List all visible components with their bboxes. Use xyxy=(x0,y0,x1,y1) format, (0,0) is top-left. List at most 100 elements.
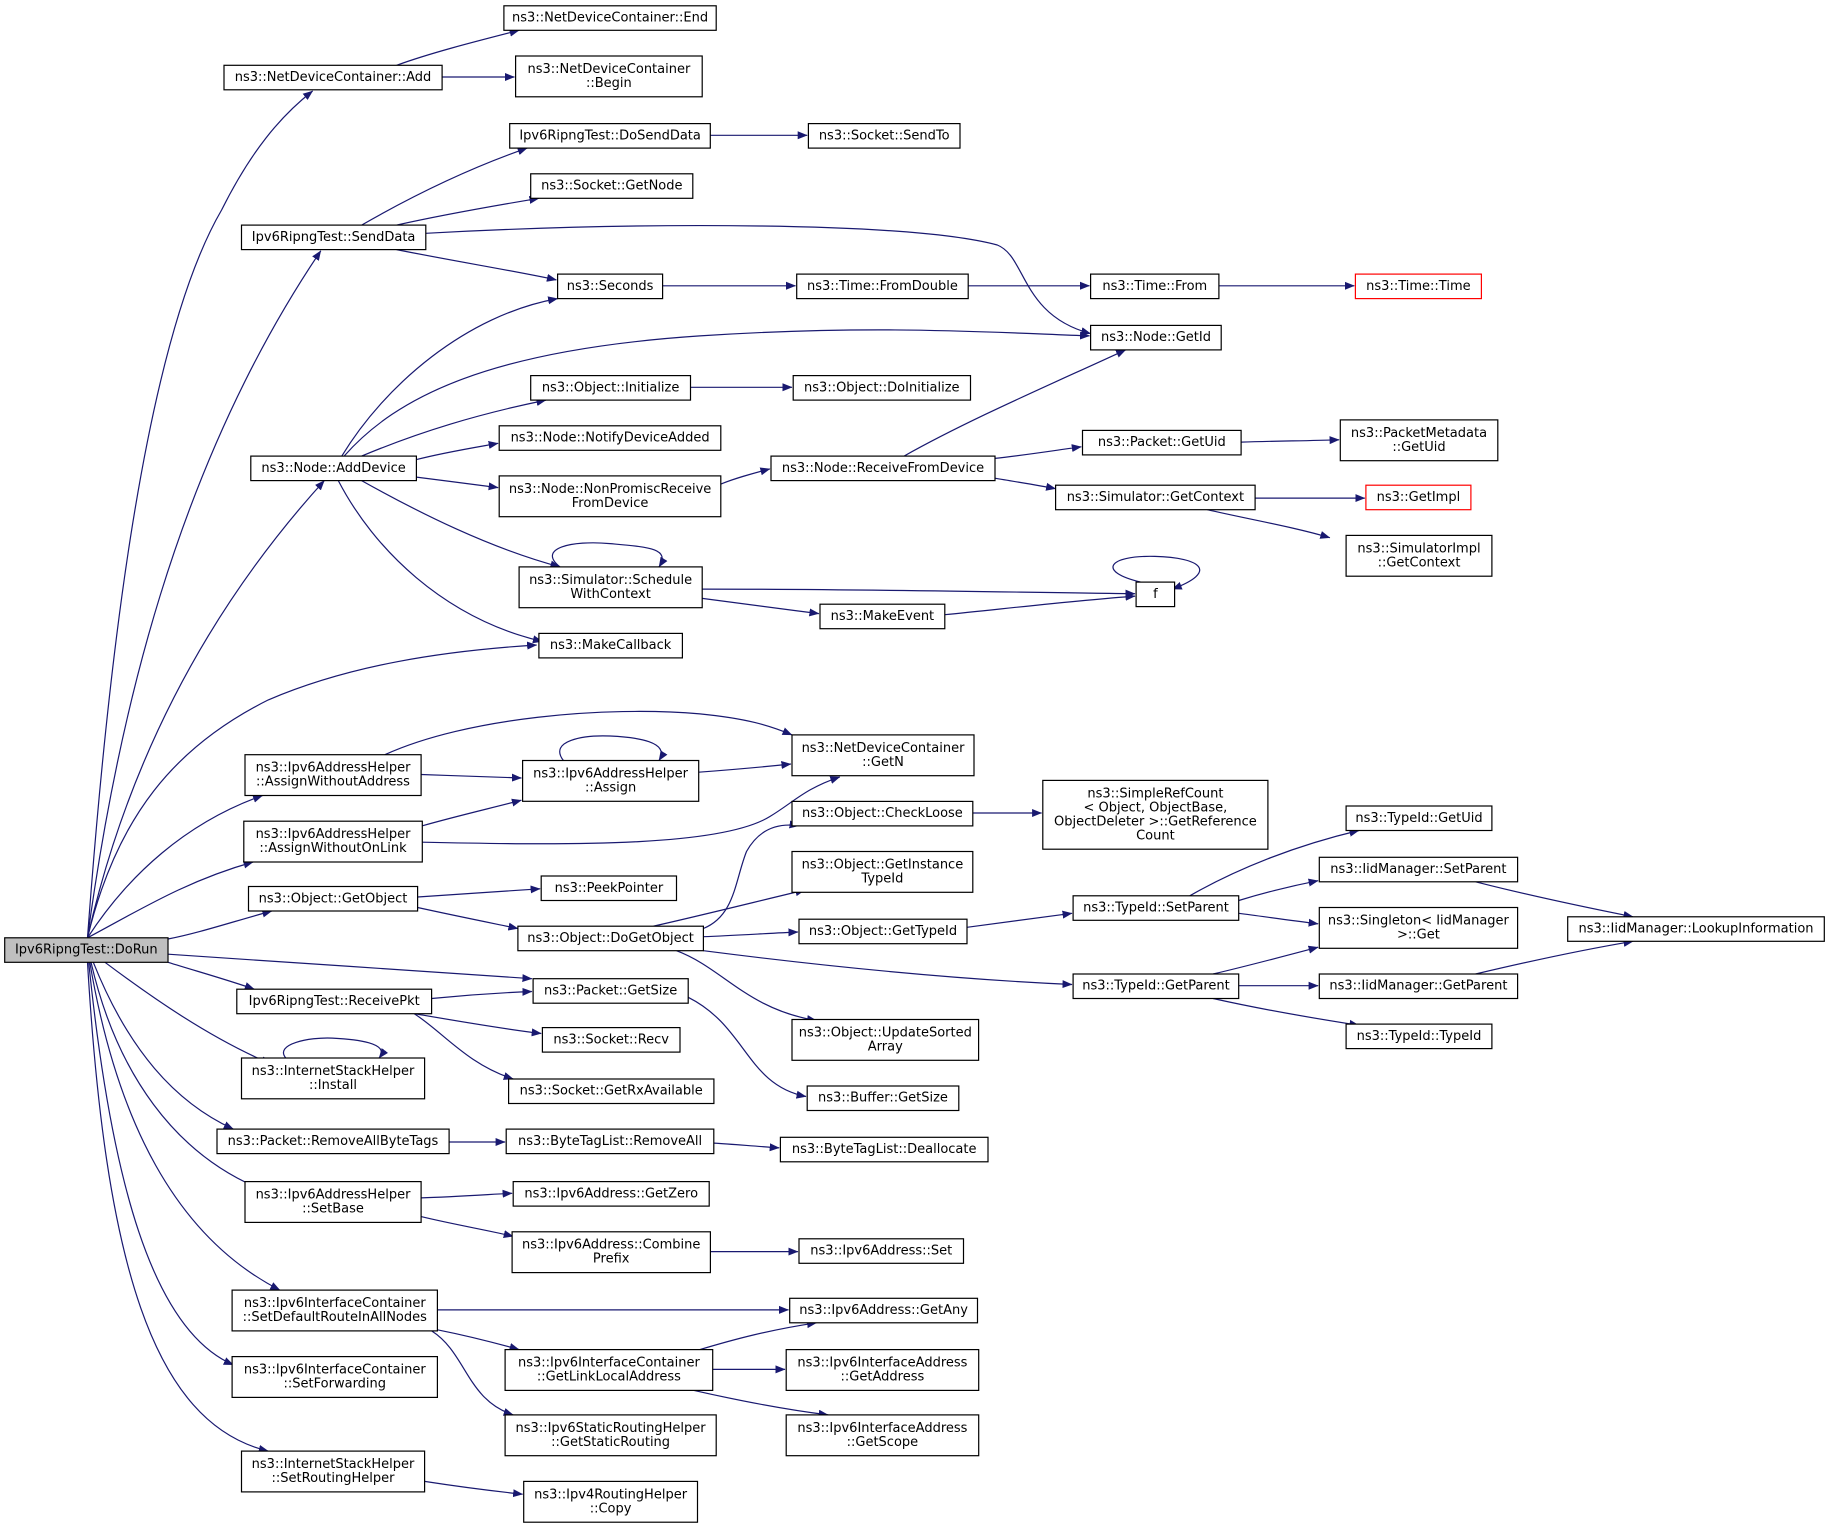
node-ipv6ic_setforwarding[interactable]: ns3::Ipv6InterfaceContainer::SetForwardi… xyxy=(231,1355,439,1398)
node-box xyxy=(1354,273,1483,300)
node-label: ns3::Object::DoGetObject xyxy=(527,931,694,946)
node-sock_recv[interactable]: ns3::Socket::Recv xyxy=(541,1026,681,1053)
node-getimpl[interactable]: ns3::GetImpl xyxy=(1365,484,1472,511)
node-time_fromdouble[interactable]: ns3::Time::FromDouble xyxy=(796,273,969,300)
edge-makeevent-to-f xyxy=(944,592,1136,616)
node-box xyxy=(798,1238,965,1264)
node-node_adddevice[interactable]: ns3::Node::AddDevice xyxy=(250,455,418,482)
node-box xyxy=(1089,324,1222,351)
node-label: ns3::TypeId::SetParent xyxy=(1083,901,1229,916)
node-dosenddata[interactable]: Ipv6RipngTest::DoSendData xyxy=(509,122,711,149)
node-ipv6srh_getstaticrouting[interactable]: ns3::Ipv6StaticRoutingHelper::GetStaticR… xyxy=(504,1414,717,1457)
node-receivepkt[interactable]: Ipv6RipngTest::ReceivePkt xyxy=(236,988,433,1015)
node-typeid_getuid[interactable]: ns3::TypeId::GetUid xyxy=(1345,805,1493,832)
node-label: ns3::NetDeviceContainer::Add xyxy=(235,70,432,85)
node-typeid_typeid[interactable]: ns3::TypeId::TypeId xyxy=(1345,1023,1493,1050)
node-iidmgr_getparent[interactable]: ns3::IidManager::GetParent xyxy=(1318,973,1519,1000)
node-typeid_setparent[interactable]: ns3::TypeId::SetParent xyxy=(1072,895,1240,921)
node-obj_doinitialize[interactable]: ns3::Object::DoInitialize xyxy=(792,375,972,401)
node-obj_dogetobject[interactable]: ns3::Object::DoGetObject xyxy=(517,925,705,952)
node-singleton_get[interactable]: ns3::Singleton< IidManager >::Get xyxy=(1318,906,1519,949)
edge-node_adddevice-to-sim_schedulewithcontext xyxy=(361,480,561,569)
node-f[interactable]: f xyxy=(1135,581,1176,608)
node-label: ::GetScope xyxy=(847,1435,919,1450)
node-time_time[interactable]: ns3::Time::Time xyxy=(1354,273,1483,300)
node-ipv6addr_getzero[interactable]: ns3::Ipv6Address::GetZero xyxy=(512,1180,710,1207)
node-peekpointer[interactable]: ns3::PeekPointer xyxy=(540,875,678,902)
node-senddata[interactable]: Ipv6RipngTest::SendData xyxy=(240,224,427,251)
edge-receivepkt-to-sock_recv xyxy=(413,1013,542,1037)
node-ipv6addr_set[interactable]: ns3::Ipv6Address::Set xyxy=(798,1238,965,1264)
node-btl_deallocate[interactable]: ns3::ByteTagList::Deallocate xyxy=(779,1136,989,1163)
edge-senddata-to-seconds xyxy=(396,249,557,282)
node-ipv6ah_assign[interactable]: ns3::Ipv6AddressHelper::Assign xyxy=(521,759,700,802)
node-label: ns3::Ipv6InterfaceContainer xyxy=(244,1363,426,1378)
node-node_notifydeviceadded[interactable]: ns3::Node::NotifyDeviceAdded xyxy=(498,425,722,451)
node-ipv4rh_copy[interactable]: ns3::Ipv4RoutingHelper::Copy xyxy=(523,1480,699,1523)
node-ndc_getn[interactable]: ns3::NetDeviceContainer::GetN xyxy=(791,734,975,777)
node-label: TypeId xyxy=(860,871,903,886)
node-ipv6ah_assignwithoutaddress[interactable]: ns3::Ipv6AddressHelper::AssignWithoutAdd… xyxy=(244,754,422,797)
node-node_receivefromdevice[interactable]: ns3::Node::ReceiveFromDevice xyxy=(770,455,996,482)
node-btl_removeall[interactable]: ns3::ByteTagList::RemoveAll xyxy=(505,1128,715,1155)
node-ipv6addr_getany[interactable]: ns3::Ipv6Address::GetAny xyxy=(789,1297,979,1324)
edge-node_nonpromisc-to-node_receivefromdevice xyxy=(720,467,771,485)
node-ndc_end[interactable]: ns3::NetDeviceContainer::End xyxy=(503,5,717,31)
node-obj_initialize[interactable]: ns3::Object::Initialize xyxy=(530,375,692,401)
node-label: ns3::Buffer::GetSize xyxy=(818,1091,948,1106)
node-sock_sendto[interactable]: ns3::Socket::SendTo xyxy=(807,122,961,149)
node-ipv6ah_assignwithoutonlink[interactable]: ns3::Ipv6AddressHelper::AssignWithoutOnL… xyxy=(243,820,423,863)
node-ipv6ah_setbase[interactable]: ns3::Ipv6AddressHelper::SetBase xyxy=(244,1180,422,1223)
node-makeevent[interactable]: ns3::MakeEvent xyxy=(819,603,946,630)
node-box xyxy=(798,918,968,945)
node-time_from[interactable]: ns3::Time::From xyxy=(1089,273,1220,300)
node-sock_getnode[interactable]: ns3::Socket::GetNode xyxy=(530,173,694,199)
node-simplerefcount[interactable]: ns3::SimpleRefCount< Object, ObjectBase,… xyxy=(1042,779,1269,850)
edge-obj_dogetobject-to-typeid_getparent xyxy=(703,950,1073,989)
node-packet_removeallbytetags[interactable]: ns3::Packet::RemoveAllByteTags xyxy=(216,1128,450,1155)
node-ndc_begin[interactable]: ns3::NetDeviceContainer::Begin xyxy=(514,55,703,98)
node-typeid_getparent[interactable]: ns3::TypeId::GetParent xyxy=(1072,973,1240,1000)
node-iidmgr_lookupinformation[interactable]: ns3::IidManager::LookupInformation xyxy=(1567,916,1825,942)
node-obj_checkloose[interactable]: ns3::Object::CheckLoose xyxy=(791,800,974,827)
node-ipv6ia_getaddress[interactable]: ns3::Ipv6InterfaceAddress::GetAddress xyxy=(785,1348,980,1391)
node-iidmgr_setparent[interactable]: ns3::IidManager::SetParent xyxy=(1318,856,1519,883)
node-ipv6ia_getscope[interactable]: ns3::Ipv6InterfaceAddress::GetScope xyxy=(785,1414,980,1457)
node-makecallback[interactable]: ns3::MakeCallback xyxy=(538,632,684,659)
node-box xyxy=(540,875,678,902)
node-ipv6ic_setdefaultroute[interactable]: ns3::Ipv6InterfaceContainer::SetDefaultR… xyxy=(231,1289,439,1332)
node-ipv6ic_getlinklocaladdress[interactable]: ns3::Ipv6InterfaceContainer::GetLinkLoca… xyxy=(504,1348,714,1391)
node-pmd_getuid[interactable]: ns3::PacketMetadata::GetUid xyxy=(1339,419,1499,462)
node-label: ::SetRoutingHelper xyxy=(272,1471,396,1486)
node-box xyxy=(247,885,419,912)
node-simimpl_getcontext[interactable]: ns3::SimulatorImpl::GetContext xyxy=(1345,534,1493,577)
node-seconds[interactable]: ns3::Seconds xyxy=(556,273,664,300)
node-sim_getcontext[interactable]: ns3::Simulator::GetContext xyxy=(1054,484,1256,511)
node-label: ns3::NetDeviceContainer xyxy=(802,741,966,756)
node-ish_install[interactable]: ns3::InternetStackHelper::Install xyxy=(240,1057,426,1100)
node-packet_getsize[interactable]: ns3::Packet::GetSize xyxy=(532,978,689,1004)
node-label: ns3::Time::From xyxy=(1102,279,1207,294)
node-box xyxy=(1072,973,1240,1000)
edge-ndc_add-to-ndc_end xyxy=(396,28,520,66)
node-sock_getrxavailable[interactable]: ns3::Socket::GetRxAvailable xyxy=(508,1078,715,1105)
node-label: ns3::Node::AddDevice xyxy=(261,461,405,476)
node-ish_setroutinghelper[interactable]: ns3::InternetStackHelper::SetRoutingHelp… xyxy=(240,1450,426,1493)
node-node_getid[interactable]: ns3::Node::GetId xyxy=(1089,324,1222,351)
node-obj_getobject[interactable]: ns3::Object::GetObject xyxy=(247,885,419,912)
node-packet_getuid[interactable]: ns3::Packet::GetUid xyxy=(1081,429,1242,456)
node-obj_gettypeid[interactable]: ns3::Object::GetTypeId xyxy=(798,918,968,945)
node-box xyxy=(530,375,692,401)
node-dorun[interactable]: Ipv6RipngTest::DoRun xyxy=(4,937,169,963)
node-label: ns3::TypeId::GetUid xyxy=(1355,811,1482,826)
node-box xyxy=(1345,1023,1493,1050)
node-ndc_add[interactable]: ns3::NetDeviceContainer::Add xyxy=(223,64,443,91)
node-buffer_getsize[interactable]: ns3::Buffer::GetSize xyxy=(806,1085,960,1112)
edge-typeid_getparent-to-singleton_get xyxy=(1212,945,1319,975)
